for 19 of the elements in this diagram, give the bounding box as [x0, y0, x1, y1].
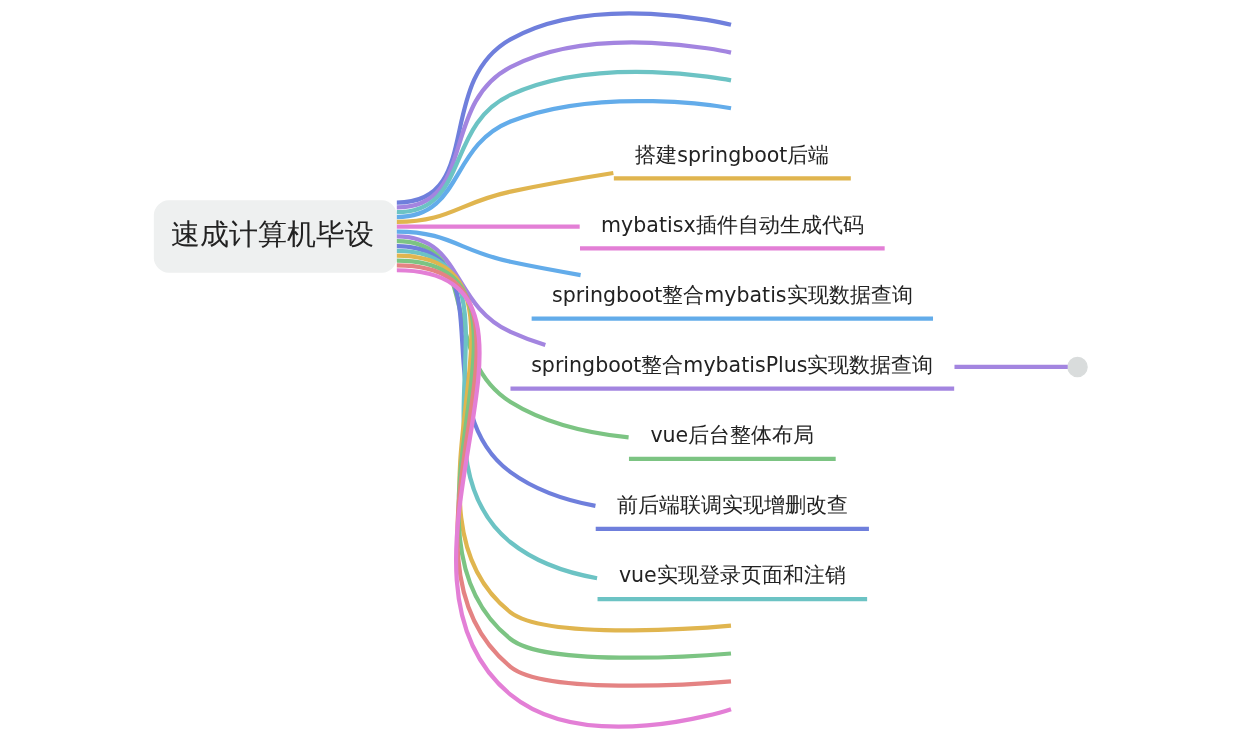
connector: [396, 239, 629, 440]
node-box: 速成计算机毕设: [153, 200, 397, 273]
connector: [396, 99, 731, 220]
node-text: springboot整合mybatisPlus实现数据查询: [530, 352, 933, 377]
node-text: springboot整合mybatis实现数据查询: [551, 282, 913, 307]
connector: [396, 69, 731, 215]
node-circle: [1066, 356, 1088, 378]
connector: [396, 40, 731, 210]
connector: [396, 11, 731, 205]
connector: [396, 229, 581, 278]
node-text: vue后台整体布局: [649, 423, 814, 448]
connector: [396, 234, 546, 348]
node-text: vue实现登录页面和注销: [618, 563, 846, 588]
node-text: 前后端联调实现增删改查: [616, 493, 848, 518]
node-text: mybatisx插件自动生成代码: [600, 212, 864, 237]
connector: [396, 224, 580, 229]
connector: [954, 364, 1068, 370]
node-text: 搭建springboot后端: [634, 142, 829, 167]
connector: [396, 170, 614, 224]
